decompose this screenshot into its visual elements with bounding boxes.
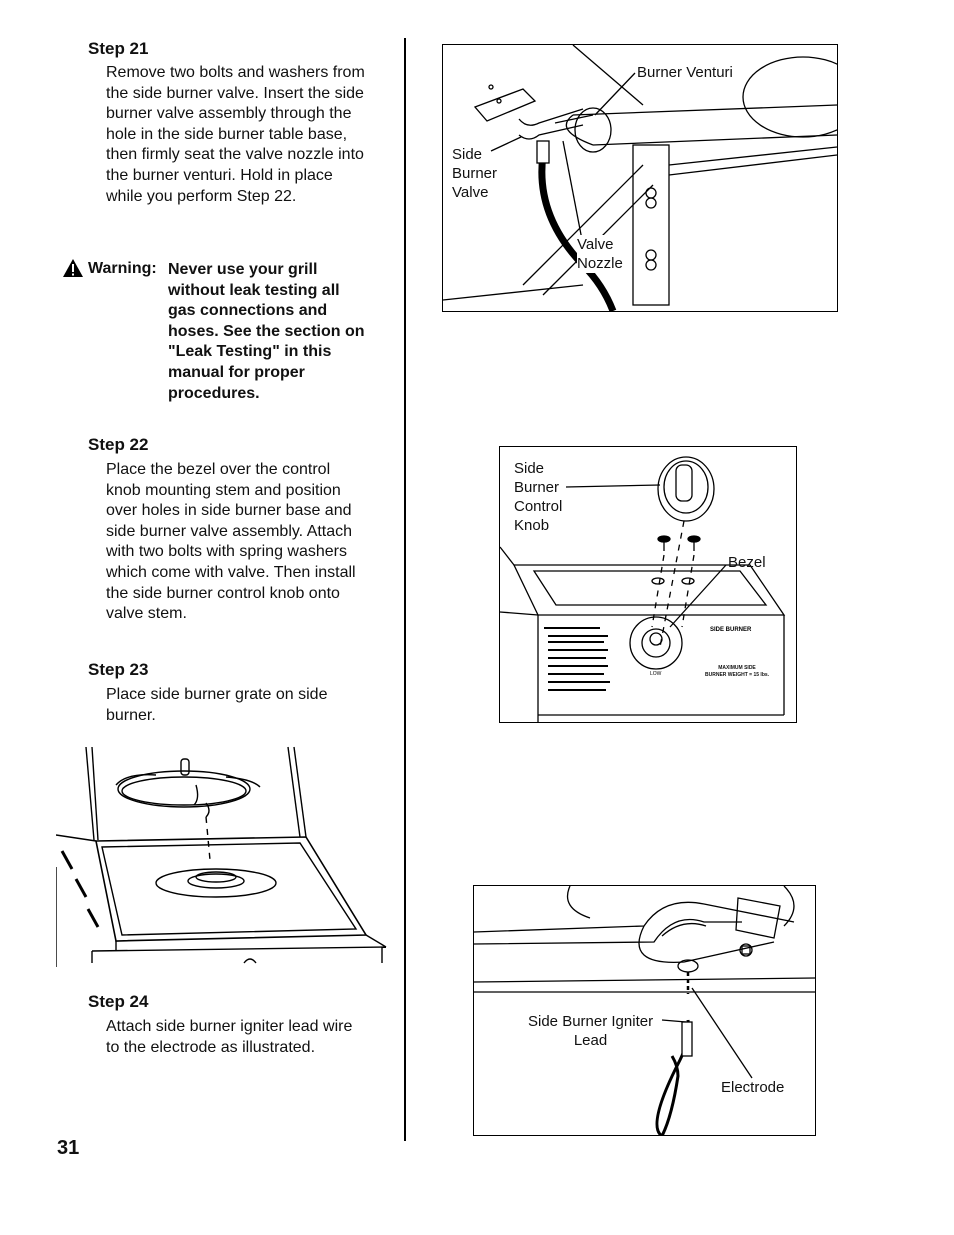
figure-valve-assembly: Burner Venturi Side Burner Valve Valve N… [442,44,838,312]
panel-title: SIDE BURNER [710,627,752,633]
step-22-text: Place the bezel over the control knob mo… [106,461,356,623]
electrode-label: Electrode [721,1079,785,1096]
side-burner-valve-label: Side Burner Valve [452,146,498,201]
bezel-label: Bezel [728,554,766,571]
warning-label: Warning: [88,260,157,277]
step-23-title: Step 23 [88,660,149,679]
figure-bezel-knob: SIDE BURNER LOW MAXIMUM SIDE BURNER WEIG… [499,446,797,723]
step-23-text: Place side burner grate on side burner. [106,686,328,724]
panel-weight-label: MAXIMUM SIDE BURNER WEIGHT = 15 lbs. [705,665,770,678]
figure-igniter-electrode: Side Burner Igniter Lead Electrode [473,885,816,1136]
column-divider [404,38,406,1141]
control-knob-label: Side Burner Control Knob [514,460,563,534]
warning-triangle-icon [62,258,84,278]
step-24-title: Step 24 [88,992,149,1011]
warning-text: Never use your grill without leak testin… [168,261,365,402]
dial-label: LOW [650,671,662,677]
igniter-lead-label: Side Burner Igniter Lead [528,1013,654,1049]
page-number: 31 [57,1137,80,1159]
step-22-title: Step 22 [88,435,149,454]
step-24-text: Attach side burner igniter lead wire to … [106,1018,353,1056]
valve-nozzle-label: Valve Nozzle [577,235,623,273]
step-21-title: Step 21 [88,39,149,58]
grate-illustration [55,745,388,967]
burner-venturi-label: Burner Venturi [637,64,733,81]
step-21-text: Remove two bolts and washers from the si… [106,64,365,205]
